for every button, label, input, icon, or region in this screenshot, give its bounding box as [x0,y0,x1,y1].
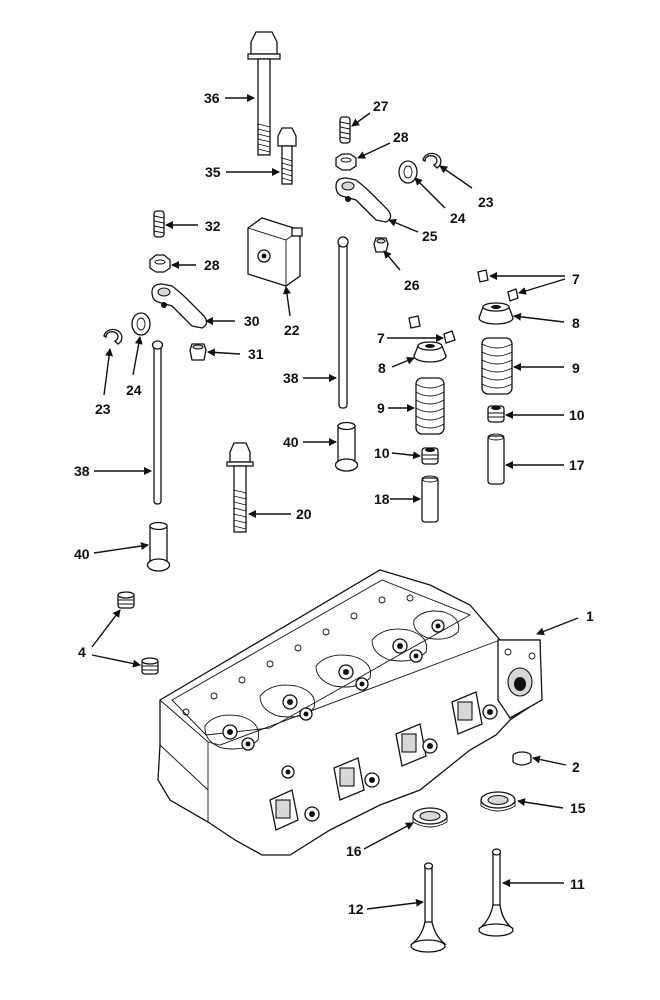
stem-seal-10-center [421,447,439,465]
nut-28-upper [335,153,357,171]
callout-15: 15 [570,800,586,816]
callout-28-lower: 28 [204,257,220,273]
spring-retainer-8-center [413,341,447,363]
rocker-arm-25 [335,177,392,223]
pushrod-38-center [337,236,349,409]
callout-35: 35 [205,164,221,180]
callout-40-center: 40 [283,434,299,450]
stem-seal-10-right [487,405,505,423]
callout-10-center: 10 [374,445,390,461]
callout-20: 20 [296,506,312,522]
callout-36: 36 [204,90,220,106]
callout-40-left: 40 [74,546,90,562]
nut-28-lower [149,254,171,273]
rocker-arm-30 [151,283,208,329]
callout-28-upper: 28 [393,129,409,145]
circlip-23-upper [422,152,442,169]
circlip-23-lower [103,328,123,345]
valve-spring-9-right [481,337,513,395]
callout-23-lower: 23 [95,401,111,417]
plug-4-lower [141,657,159,675]
callout-24-lower: 24 [126,382,142,398]
callout-8-center: 8 [378,360,386,376]
callout-31: 31 [248,346,264,362]
callout-38-left: 38 [74,463,90,479]
valve-seat-15 [480,791,516,812]
valve-guide-17 [487,433,505,485]
callout-22: 22 [284,322,300,338]
callout-9-center: 9 [377,400,385,416]
callout-4: 4 [78,644,86,660]
cylinder-head-1 [157,569,543,856]
rocker-support-22 [247,217,303,287]
valve-11 [478,848,514,937]
callout-8-right: 8 [572,315,580,331]
callout-1: 1 [586,608,594,624]
bolt-35 [277,127,297,185]
pushrod-38-left [151,340,164,505]
spring-retainer-8-right [478,302,514,325]
callout-25: 25 [422,228,438,244]
valve-guide-18 [421,475,439,523]
tappet-40-left [146,521,171,572]
callout-38-center: 38 [283,370,299,386]
callout-7-right: 7 [572,271,580,287]
callout-18: 18 [374,491,390,507]
foot-31 [189,343,207,361]
callout-10-right: 10 [569,407,585,423]
head-bolt-36 [247,31,281,156]
callout-9-right: 9 [572,360,580,376]
adjusting-screw-27 [339,116,351,144]
callout-2: 2 [572,759,580,775]
callout-labels: 36 35 27 28 23 24 25 26 32 28 22 30 31 2… [74,90,594,917]
leader-arrows [91,94,579,910]
washer-24-upper [398,160,418,184]
callout-12: 12 [348,901,364,917]
callout-16: 16 [346,843,362,859]
callout-27: 27 [373,98,389,114]
valve-spring-9-center [415,377,445,435]
core-plug-2 [512,751,532,766]
callout-11: 11 [570,876,585,892]
foot-26 [373,237,389,253]
valve-seat-16 [412,807,448,828]
adjusting-screw-32 [153,210,165,238]
bolt-20 [226,442,254,533]
callout-7-center: 7 [377,330,385,346]
washer-24-lower [131,312,151,336]
callout-30: 30 [244,313,260,329]
callout-32: 32 [205,218,221,234]
plug-4-upper [117,591,135,609]
valve-12 [410,862,447,953]
callout-23-upper: 23 [478,194,494,210]
callout-26: 26 [404,277,420,293]
valve-collets-7-right [477,269,519,302]
callout-17: 17 [569,457,585,473]
tappet-40-center [334,421,359,472]
callout-24-upper: 24 [450,210,466,226]
valve-collets-7-center [408,315,456,344]
